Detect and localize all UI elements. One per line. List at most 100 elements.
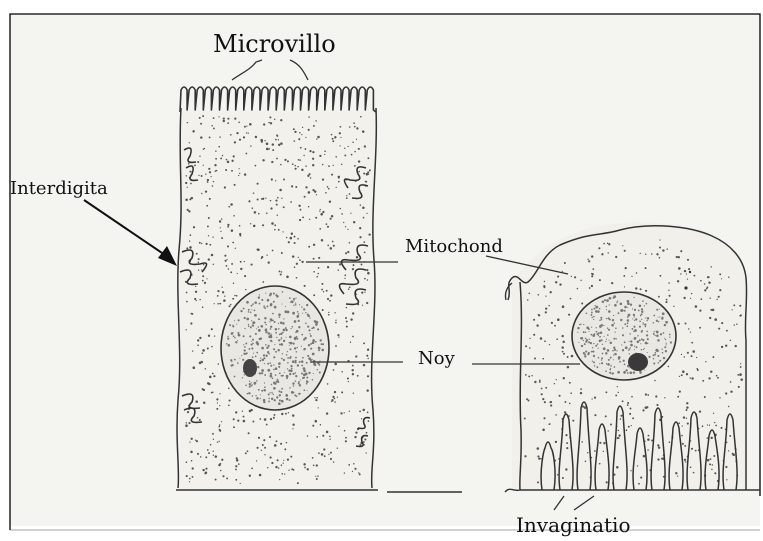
stipple-dot	[271, 462, 273, 464]
chromatin-dot	[645, 317, 646, 318]
stipple-dot	[228, 387, 230, 389]
chromatin-dot	[634, 329, 637, 332]
stipple-dot	[708, 276, 710, 278]
stipple-dot	[240, 268, 242, 270]
chromatin-dot	[290, 365, 292, 367]
chromatin-dot	[646, 320, 647, 321]
stipple-dot	[366, 432, 368, 434]
stipple-dot	[308, 191, 311, 194]
stipple-dot	[668, 366, 670, 368]
stipple-dot	[368, 174, 369, 175]
stipple-dot	[540, 337, 543, 340]
chromatin-dot	[624, 341, 626, 343]
stipple-dot	[353, 264, 355, 266]
stipple-dot	[288, 241, 290, 243]
stipple-dot	[297, 238, 299, 240]
left-cell-nucleolus	[243, 359, 257, 377]
stipple-dot	[205, 291, 207, 293]
stipple-dot	[206, 205, 208, 207]
stipple-dot	[199, 242, 201, 244]
stipple-dot	[214, 335, 215, 336]
chromatin-dot	[621, 344, 622, 345]
stipple-dot	[564, 401, 566, 403]
chromatin-dot	[640, 343, 641, 344]
stipple-dot	[249, 475, 251, 477]
chromatin-dot	[264, 382, 265, 383]
stipple-dot	[296, 263, 298, 265]
stipple-dot	[236, 132, 238, 134]
chromatin-dot	[269, 362, 271, 364]
chromatin-dot	[278, 323, 279, 324]
stipple-dot	[207, 225, 209, 227]
stipple-dot	[221, 218, 222, 219]
chromatin-dot	[610, 368, 611, 369]
chromatin-dot	[289, 345, 290, 346]
stipple-dot	[630, 408, 632, 410]
stipple-dot	[219, 405, 220, 406]
stipple-dot	[212, 433, 214, 435]
stipple-dot	[690, 466, 692, 468]
chromatin-dot	[241, 355, 242, 356]
stipple-dot	[666, 248, 667, 249]
stipple-dot	[364, 278, 366, 280]
stipple-dot	[276, 204, 278, 206]
stipple-dot	[349, 126, 351, 128]
stipple-dot	[322, 309, 324, 311]
stipple-dot	[270, 200, 272, 202]
stipple-dot	[570, 298, 572, 300]
chromatin-dot	[641, 311, 643, 313]
chromatin-dot	[265, 329, 268, 332]
chromatin-dot	[577, 327, 579, 329]
stipple-dot	[322, 211, 324, 213]
stipple-dot	[334, 312, 335, 313]
chromatin-dot	[310, 335, 312, 337]
chromatin-dot	[274, 321, 276, 323]
stipple-dot	[589, 287, 591, 289]
chromatin-dot	[237, 332, 239, 334]
stipple-dot	[594, 450, 596, 452]
stipple-dot	[366, 389, 368, 391]
chromatin-dot	[628, 350, 629, 351]
chromatin-dot	[319, 360, 320, 361]
stipple-dot	[213, 127, 215, 129]
stipple-dot	[710, 371, 712, 373]
stipple-dot	[249, 410, 252, 413]
stipple-dot	[190, 183, 192, 185]
chromatin-dot	[291, 391, 294, 394]
stipple-dot	[301, 261, 303, 263]
stipple-dot	[327, 266, 329, 268]
stipple-dot	[611, 282, 613, 284]
stipple-dot	[221, 421, 222, 422]
stipple-dot	[682, 443, 684, 445]
stipple-dot	[337, 334, 339, 336]
stipple-dot	[739, 373, 742, 376]
chromatin-dot	[600, 332, 603, 335]
stipple-dot	[587, 452, 588, 453]
chromatin-dot	[263, 389, 266, 392]
stipple-dot	[681, 354, 682, 355]
chromatin-dot	[298, 313, 300, 315]
chromatin-dot	[252, 339, 254, 341]
stipple-dot	[580, 280, 581, 281]
stipple-dot	[238, 175, 239, 176]
stipple-dot	[233, 215, 235, 217]
chromatin-dot	[306, 362, 308, 364]
chromatin-dot	[250, 326, 252, 328]
stipple-dot	[283, 460, 284, 461]
stipple-dot	[643, 455, 646, 458]
stipple-dot	[235, 479, 237, 481]
stipple-dot	[659, 275, 661, 277]
stipple-dot	[738, 386, 740, 388]
stipple-dot	[239, 173, 240, 174]
stipple-dot	[624, 250, 626, 252]
chromatin-dot	[591, 327, 592, 328]
chromatin-dot	[616, 302, 617, 303]
chromatin-dot	[623, 371, 626, 374]
stipple-dot	[200, 136, 202, 138]
stipple-dot	[193, 226, 195, 228]
stipple-dot	[326, 412, 328, 414]
stipple-dot	[219, 429, 221, 431]
chromatin-dot	[276, 337, 277, 338]
chromatin-dot	[321, 349, 324, 352]
stipple-dot	[203, 149, 204, 150]
